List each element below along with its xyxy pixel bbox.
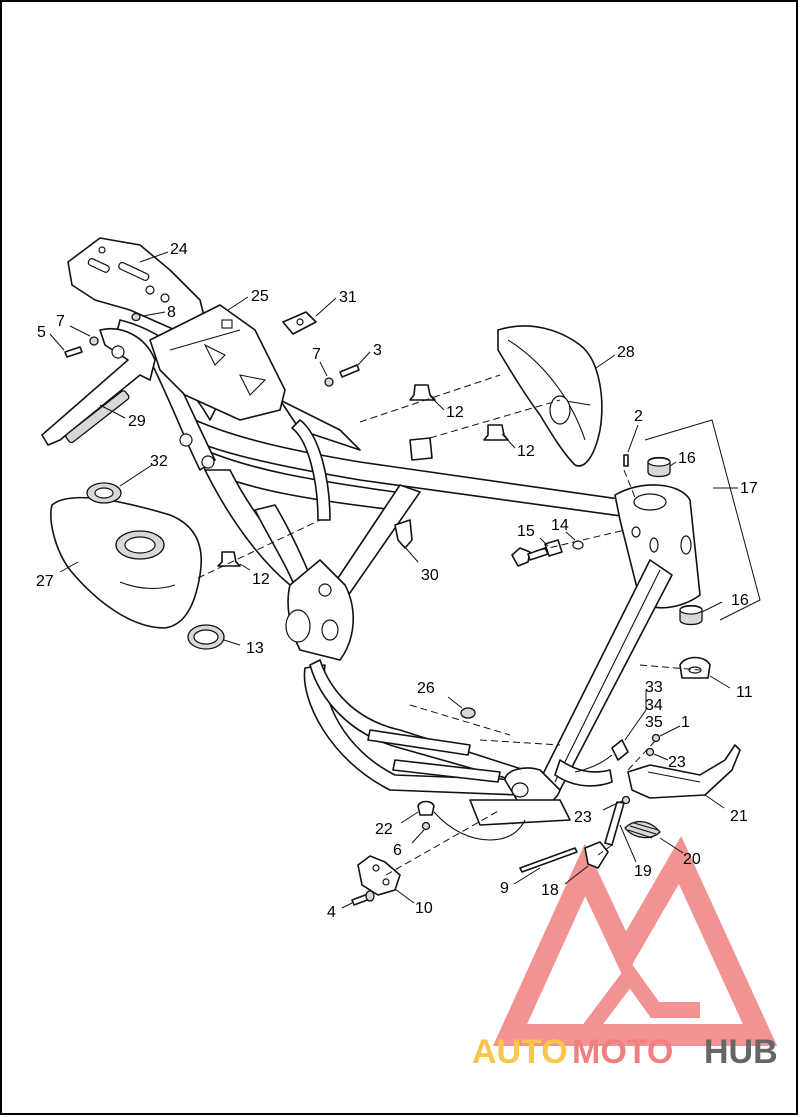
callout-9: 9: [500, 880, 509, 897]
callout-11: 11: [736, 684, 753, 701]
washer-7-b-part: [324, 377, 334, 387]
leader-lines: [49, 251, 761, 909]
callout-13: 13: [246, 640, 264, 657]
battery-tray-part: [149, 304, 286, 421]
callout-34: 34: [645, 697, 663, 714]
callout-19: 19: [634, 863, 652, 880]
callout-14: 14: [551, 517, 569, 534]
clamp-11-part: [679, 656, 711, 679]
main-frame-part: [114, 319, 701, 826]
callout-2: 2: [634, 408, 643, 425]
watermark-logo-icon: [492, 836, 778, 1046]
callout-28: 28: [617, 344, 635, 361]
callout-27: 27: [36, 573, 54, 590]
callout-7: 7: [56, 313, 65, 330]
callout-24: 24: [170, 241, 188, 258]
grommet-12-a-part: [409, 384, 436, 401]
bolt-4-part: [351, 890, 375, 906]
jiffy-stand-21-part: [627, 744, 741, 799]
callout-17: 17: [740, 480, 758, 497]
callout-10: 10: [415, 900, 433, 917]
callout-labels: 24 25 31 8 7 5 7 3 28 29 12 2 12 16 32 1…: [36, 241, 758, 921]
callout-29: 29: [128, 413, 146, 430]
spring-20-part: [624, 821, 661, 839]
washer-1-part: [651, 733, 661, 743]
key-lock-15-part: [511, 539, 563, 567]
callout-18: 18: [541, 882, 559, 899]
washer-7-a-part: [89, 336, 99, 346]
collar-16-a-part: [647, 456, 671, 478]
cap-ring-32-part: [86, 482, 122, 504]
callout-32: 32: [150, 453, 168, 470]
watermark-hub: HUB: [704, 1033, 778, 1071]
bolt-3-part: [339, 364, 360, 378]
sensor-harness-33-part: [574, 739, 629, 773]
screw-6-part: [421, 821, 431, 831]
callout-26: 26: [417, 680, 435, 697]
bumper-18-part: [584, 841, 609, 869]
watermark-text: AUTO MOTO HUB: [472, 1033, 778, 1071]
callout-21: 21: [730, 808, 748, 825]
callout-5: 5: [37, 324, 46, 341]
bracket-30-part: [394, 519, 413, 549]
callout-35: 35: [645, 714, 663, 731]
callout-23: 23: [668, 754, 686, 771]
callout-8: 8: [167, 304, 176, 321]
callout-22: 22: [375, 821, 393, 838]
callout-31: 31: [339, 289, 357, 306]
callout-12: 12: [446, 404, 464, 421]
cable-tie-9-part: [519, 847, 578, 873]
callout-33: 33: [645, 679, 663, 696]
callout-12: 12: [252, 571, 270, 588]
callout-7: 7: [312, 346, 321, 363]
collar-16-b-part: [679, 604, 703, 626]
washer-23-b-part: [621, 795, 631, 805]
callout-25: 25: [251, 288, 269, 305]
watermark-moto: MOTO: [572, 1033, 673, 1071]
gasket-ring-13-part: [187, 624, 225, 650]
callout-12: 12: [517, 443, 535, 460]
callout-15: 15: [517, 523, 535, 540]
nut-26-part: [460, 707, 476, 719]
callout-16: 16: [678, 450, 696, 467]
bolt-5-part: [64, 346, 83, 358]
rear-bracket-29-part: [41, 328, 156, 446]
pin-2-part: [623, 454, 629, 467]
callout-4: 4: [327, 904, 336, 921]
fuel-tank-part: [50, 496, 202, 629]
nut-8-part: [131, 312, 141, 322]
washer-23-a-part: [645, 747, 655, 757]
clip-31-part: [282, 311, 317, 335]
grommet-12-b-part: [483, 424, 509, 441]
callout-20: 20: [683, 851, 701, 868]
callout-1: 1: [681, 714, 690, 731]
sensor-22-part: [417, 800, 526, 841]
pivot-pin-19-part: [604, 801, 625, 846]
callout-3: 3: [373, 342, 382, 359]
bracket-10-part: [357, 855, 401, 896]
callout-23: 23: [574, 809, 592, 826]
assembly-dash-lines: [197, 374, 701, 876]
callout-6: 6: [393, 842, 402, 859]
battery-cover-part: [497, 325, 603, 467]
grommet-12-c-part: [217, 551, 241, 567]
watermark-auto: AUTO: [472, 1033, 568, 1071]
callout-16: 16: [731, 592, 749, 609]
callout-30: 30: [421, 567, 439, 584]
